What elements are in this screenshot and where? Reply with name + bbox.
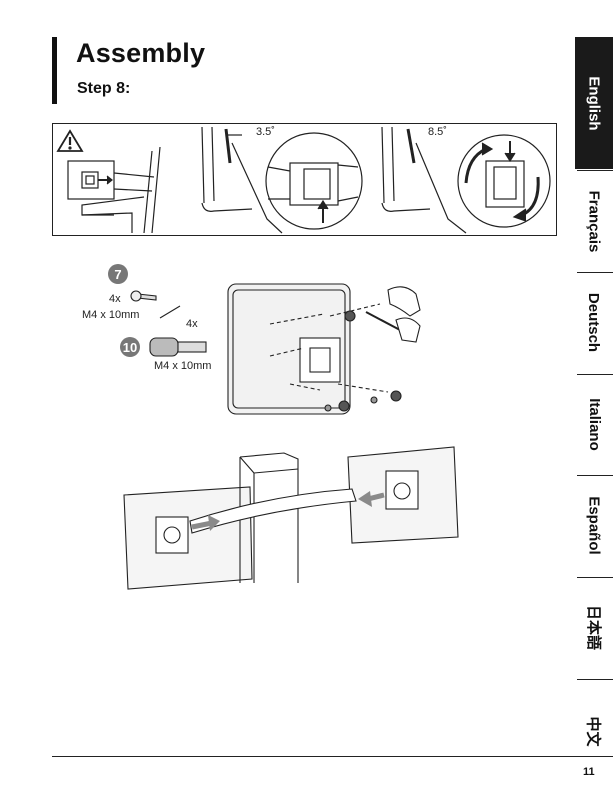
tab-divider — [577, 170, 613, 171]
tab-deutsch-label: Deutsch — [586, 292, 603, 351]
title-accent-bar — [52, 37, 57, 104]
dual-monitor-stand-illustration — [120, 443, 480, 593]
tab-english-label: English — [586, 76, 603, 130]
screw-icon — [131, 291, 156, 301]
page-number: 11 — [583, 766, 595, 778]
tab-deutsch[interactable]: Deutsch — [575, 273, 613, 371]
footer-rule — [52, 756, 613, 757]
tab-english[interactable]: English — [575, 37, 613, 169]
panel-2-illustration — [202, 127, 362, 233]
tab-divider — [577, 679, 613, 680]
angle-label-3-5: 3.5˚ — [256, 126, 275, 138]
tab-divider — [577, 577, 613, 578]
step-label: Step 8: — [77, 80, 130, 98]
panel-1-illustration — [68, 147, 160, 233]
tab-francais-label: Français — [586, 190, 603, 252]
tab-divider — [577, 374, 613, 375]
spacer-icon — [150, 338, 206, 356]
tab-francais[interactable]: Français — [575, 175, 613, 267]
tab-chinese-label: 中文 — [583, 716, 604, 746]
tab-italiano[interactable]: Italiano — [575, 375, 613, 473]
tab-italiano-label: Italiano — [586, 398, 603, 451]
part-7-quantity: 4x — [109, 293, 121, 305]
angle-label-8-5: 8.5˚ — [428, 126, 447, 138]
panel-illustrations — [52, 123, 557, 236]
page-title: Assembly — [76, 38, 205, 69]
tab-espanol[interactable]: Español — [575, 477, 613, 573]
tab-divider — [577, 475, 613, 476]
warning-icon — [58, 131, 82, 151]
monitor-vesa-illustration — [120, 260, 420, 430]
tab-divider — [577, 272, 613, 273]
tab-japanese[interactable]: 日本語 — [575, 579, 613, 675]
tab-espanol-label: Español — [586, 496, 603, 554]
tab-japanese-label: 日本語 — [584, 604, 605, 649]
panel-3-illustration — [382, 127, 550, 233]
